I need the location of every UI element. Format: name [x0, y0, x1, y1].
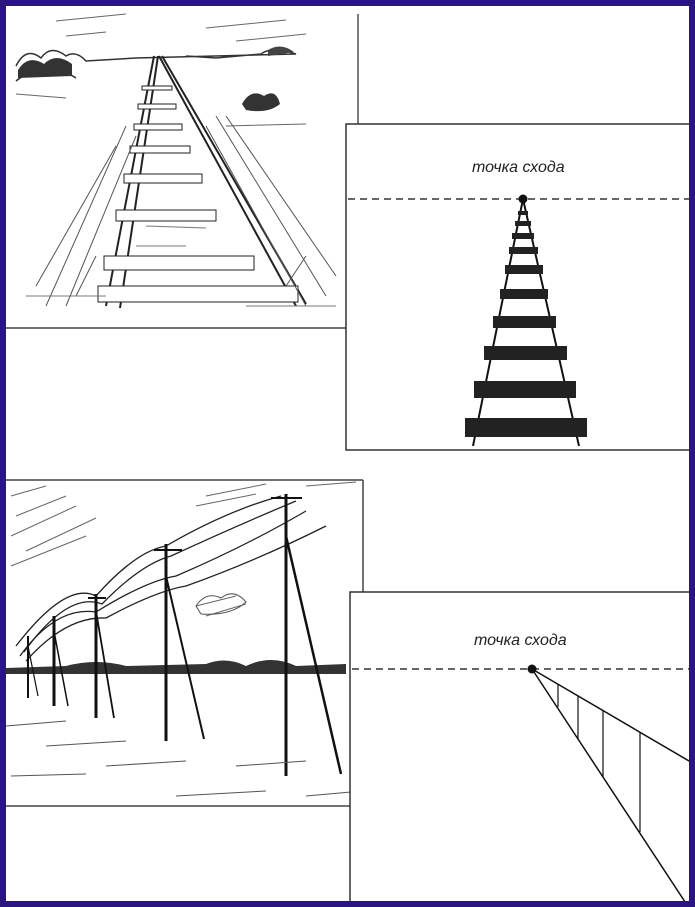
scanned-page: точка схода точка схода	[6, 6, 691, 903]
vanishing-point-label-bottom: точка схода	[474, 632, 567, 650]
illustration-canvas	[6, 6, 691, 903]
railway-perspective-diagram	[346, 14, 691, 450]
poles-sketch-panel	[6, 480, 363, 806]
railway-sketch-panel	[6, 14, 358, 328]
vanishing-point-label-top: точка схода	[472, 159, 565, 177]
